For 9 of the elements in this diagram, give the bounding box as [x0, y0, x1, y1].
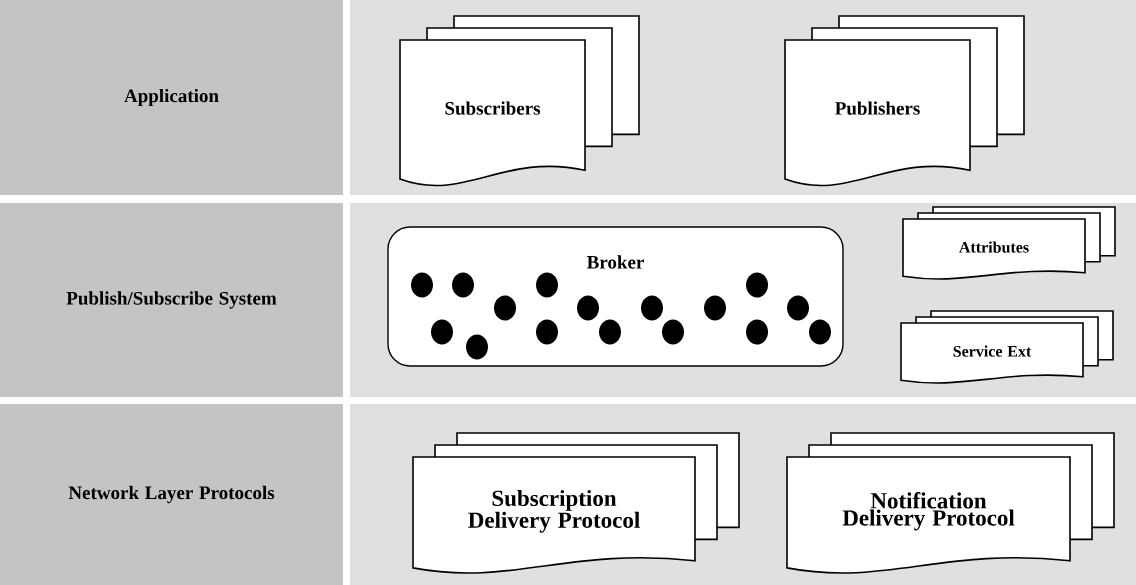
layer-label: Application	[0, 0, 343, 195]
document-stack: Notification Delivery Protocol	[786, 432, 1115, 574]
layer-label: Network Layer Protocols	[0, 404, 343, 585]
document-stack: Publishers	[784, 15, 1025, 187]
document-stack: Subscription Delivery Protocol	[412, 432, 740, 574]
layer-label: Publish/Subscribe System	[0, 203, 343, 397]
document-stack: Attributes	[902, 206, 1116, 280]
document-stack: Service Ext	[900, 310, 1114, 384]
document-stack: Subscribers	[399, 15, 640, 187]
